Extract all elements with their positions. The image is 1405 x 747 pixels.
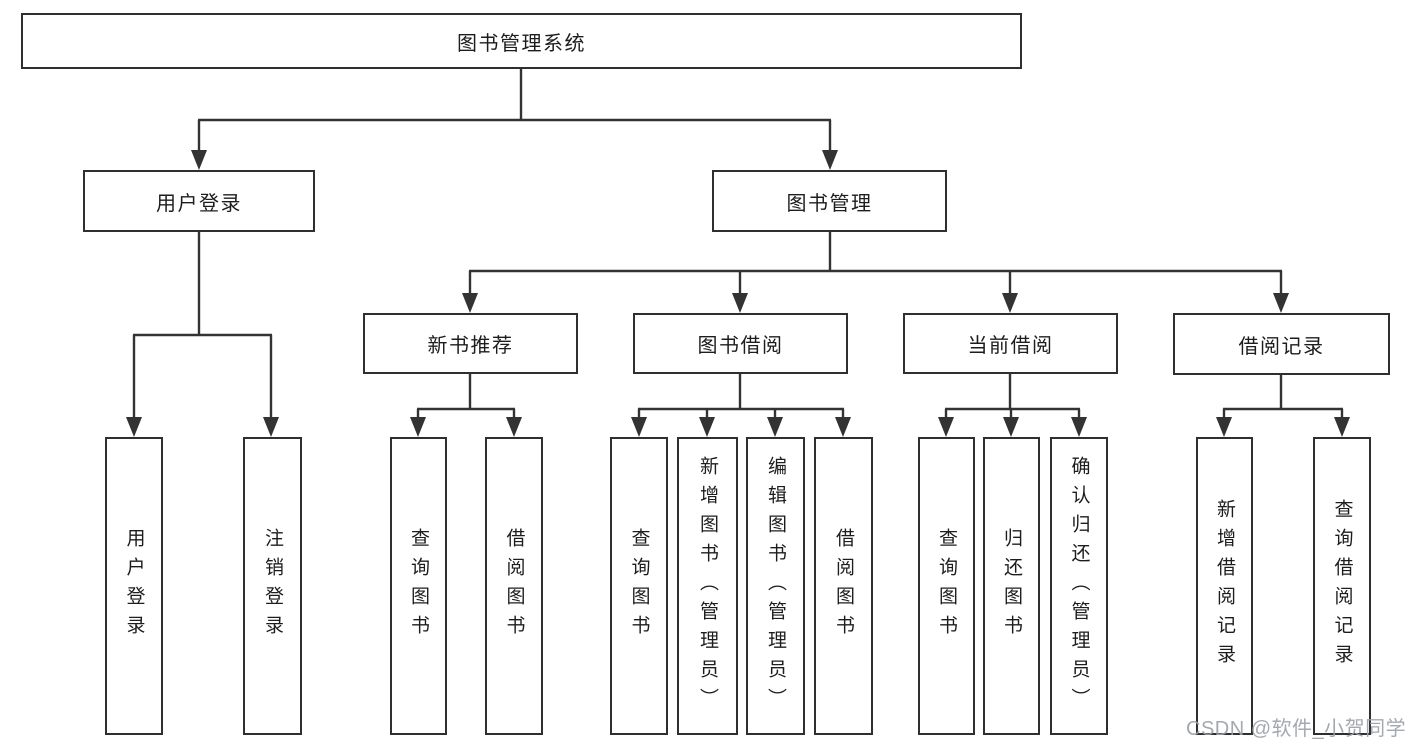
node-book-management: 图书管理 [712, 170, 947, 232]
leaf-query-books-recommend: 查询图书 [390, 437, 447, 735]
node-label: 借阅记录 [1238, 335, 1325, 358]
node-label: 借阅图书 [833, 528, 854, 644]
node-label: 图书管理系统 [457, 32, 586, 55]
node-label: 用户登录 [123, 528, 145, 644]
node-label: 确认归还（管理员） [1068, 455, 1090, 717]
node-label: 借阅图书 [503, 528, 525, 644]
node-borrow-records: 借阅记录 [1173, 313, 1390, 375]
leaf-query-books-borrow: 查询图书 [610, 437, 668, 735]
node-label: 编辑图书（管理员） [765, 455, 786, 717]
leaf-edit-books-admin: 编辑图书（管理员） [746, 437, 805, 735]
node-book-borrow: 图书借阅 [633, 313, 848, 374]
leaf-borrow-books: 借阅图书 [814, 437, 873, 735]
root-to-level2-lines [191, 69, 838, 170]
node-new-book-recommend: 新书推荐 [363, 313, 578, 374]
node-label: 查询图书 [936, 528, 957, 644]
node-user-login: 用户登录 [83, 170, 315, 232]
leaf-query-books-current: 查询图书 [918, 437, 975, 735]
csdn-watermark: CSDN @软件_小贺同学 [1186, 718, 1405, 740]
book-borrow-branch-lines [631, 374, 851, 437]
node-label: 新增图书（管理员） [697, 455, 718, 717]
node-label: 查询借阅记录 [1331, 499, 1353, 673]
leaf-confirm-return-admin: 确认归还（管理员） [1050, 437, 1108, 735]
leaf-borrow-books-recommend: 借阅图书 [485, 437, 543, 735]
borrow-records-branch-lines [1216, 374, 1350, 437]
current-borrow-branch-lines [938, 374, 1087, 437]
leaf-logout: 注销登录 [243, 437, 302, 735]
node-label: 用户登录 [156, 192, 242, 215]
node-label: 查询图书 [628, 528, 650, 644]
node-label: 查询图书 [408, 528, 429, 644]
node-label: 图书借阅 [697, 335, 784, 357]
node-label: 新增借阅记录 [1214, 499, 1235, 673]
node-label: 归还图书 [1001, 528, 1022, 644]
leaf-query-borrow-record: 查询借阅记录 [1313, 437, 1371, 735]
leaf-user-login: 用户登录 [105, 437, 163, 735]
leaf-add-borrow-record: 新增借阅记录 [1196, 437, 1253, 735]
leaf-add-books-admin: 新增图书（管理员） [677, 437, 738, 735]
node-label: 图书管理 [786, 192, 873, 215]
node-label: 新书推荐 [427, 335, 514, 357]
node-current-borrow: 当前借阅 [903, 313, 1118, 374]
user-login-branch-lines [126, 232, 279, 437]
leaf-return-books: 归还图书 [983, 437, 1040, 735]
node-library-system: 图书管理系统 [21, 13, 1022, 69]
new-book-rec-branch-lines [410, 374, 522, 437]
node-label: 当前借阅 [967, 335, 1054, 357]
book-mgmt-to-level3-lines [462, 232, 1289, 313]
node-label: 注销登录 [262, 528, 283, 644]
